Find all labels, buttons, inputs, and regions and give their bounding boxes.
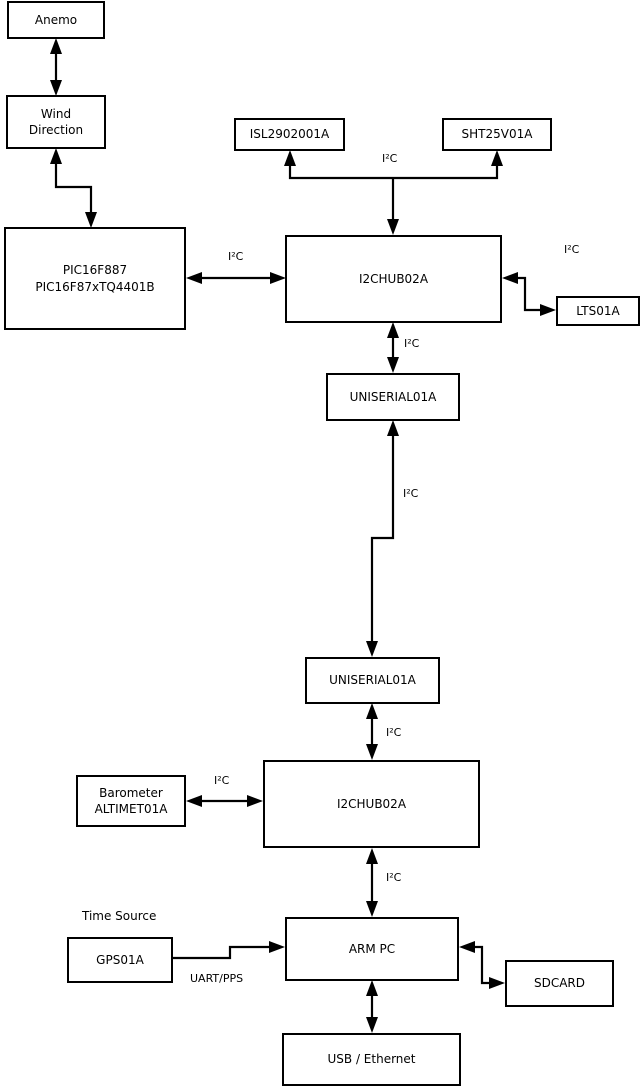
edge-label-hub-bottom-to-armpc: I²C: [386, 871, 402, 884]
node-isl2902001a[interactable]: ISL2902001A: [234, 118, 345, 151]
node-barometer-altimet01a[interactable]: Barometer ALTIMET01A: [76, 775, 186, 827]
edge-label-uniserial-to-hub-bottom: I²C: [386, 726, 402, 739]
edge-label-pic-to-hub: I²C: [228, 250, 244, 263]
node-usb-ethernet[interactable]: USB / Ethernet: [282, 1033, 461, 1086]
edge-label-barometer-to-hub: I²C: [214, 774, 230, 787]
connector-armpc-usbeth: [366, 980, 378, 1033]
node-gps01a[interactable]: GPS01A: [67, 937, 173, 983]
node-arm-pc[interactable]: ARM PC: [285, 917, 459, 981]
connector-anemo-wind: [50, 38, 62, 96]
node-wind-direction[interactable]: Wind Direction: [6, 95, 106, 149]
edge-label-hub-to-uniserial: I²C: [404, 337, 420, 350]
connector-gps-armpc: [173, 941, 285, 960]
edge-label-hub-to-lts: I²C: [564, 243, 580, 256]
connector-armpc-sdcard: [459, 941, 505, 989]
edge-label-gps-to-armpc: UART/PPS: [190, 972, 244, 985]
connector-barometer-hub-bot: [186, 795, 263, 807]
node-pic16f887[interactable]: PIC16F887 PIC16F87xTQ4401B: [4, 227, 186, 330]
connector-hub-top-lts: [502, 272, 556, 316]
node-uniserial01a-bottom[interactable]: UNISERIAL01A: [305, 657, 440, 704]
node-anemo[interactable]: Anemo: [7, 1, 105, 39]
connector-hub-sensor-bus: [284, 150, 503, 235]
node-sdcard[interactable]: SDCARD: [505, 960, 614, 1007]
connector-hub-top-uniserial-top: [387, 322, 399, 373]
connector-uniserial-bot-hub-bot: [366, 703, 378, 760]
connector-pic-hub-top: [186, 272, 286, 284]
node-i2chub02a-top[interactable]: I2CHUB02A: [285, 235, 502, 323]
connector-wind-pic: [50, 148, 97, 228]
node-uniserial01a-top[interactable]: UNISERIAL01A: [326, 373, 460, 421]
node-i2chub02a-bottom[interactable]: I2CHUB02A: [263, 760, 480, 848]
edge-label-uniserial-link: I²C: [403, 487, 419, 500]
node-lts01a[interactable]: LTS01A: [556, 296, 640, 326]
node-sht25v01a[interactable]: SHT25V01A: [442, 118, 552, 151]
edge-label-sensors-bus: I²C: [382, 152, 398, 165]
connector-hub-bot-armpc: [366, 848, 378, 917]
label-time-source: Time Source: [82, 909, 157, 923]
connector-uniserial-link: [366, 420, 399, 657]
